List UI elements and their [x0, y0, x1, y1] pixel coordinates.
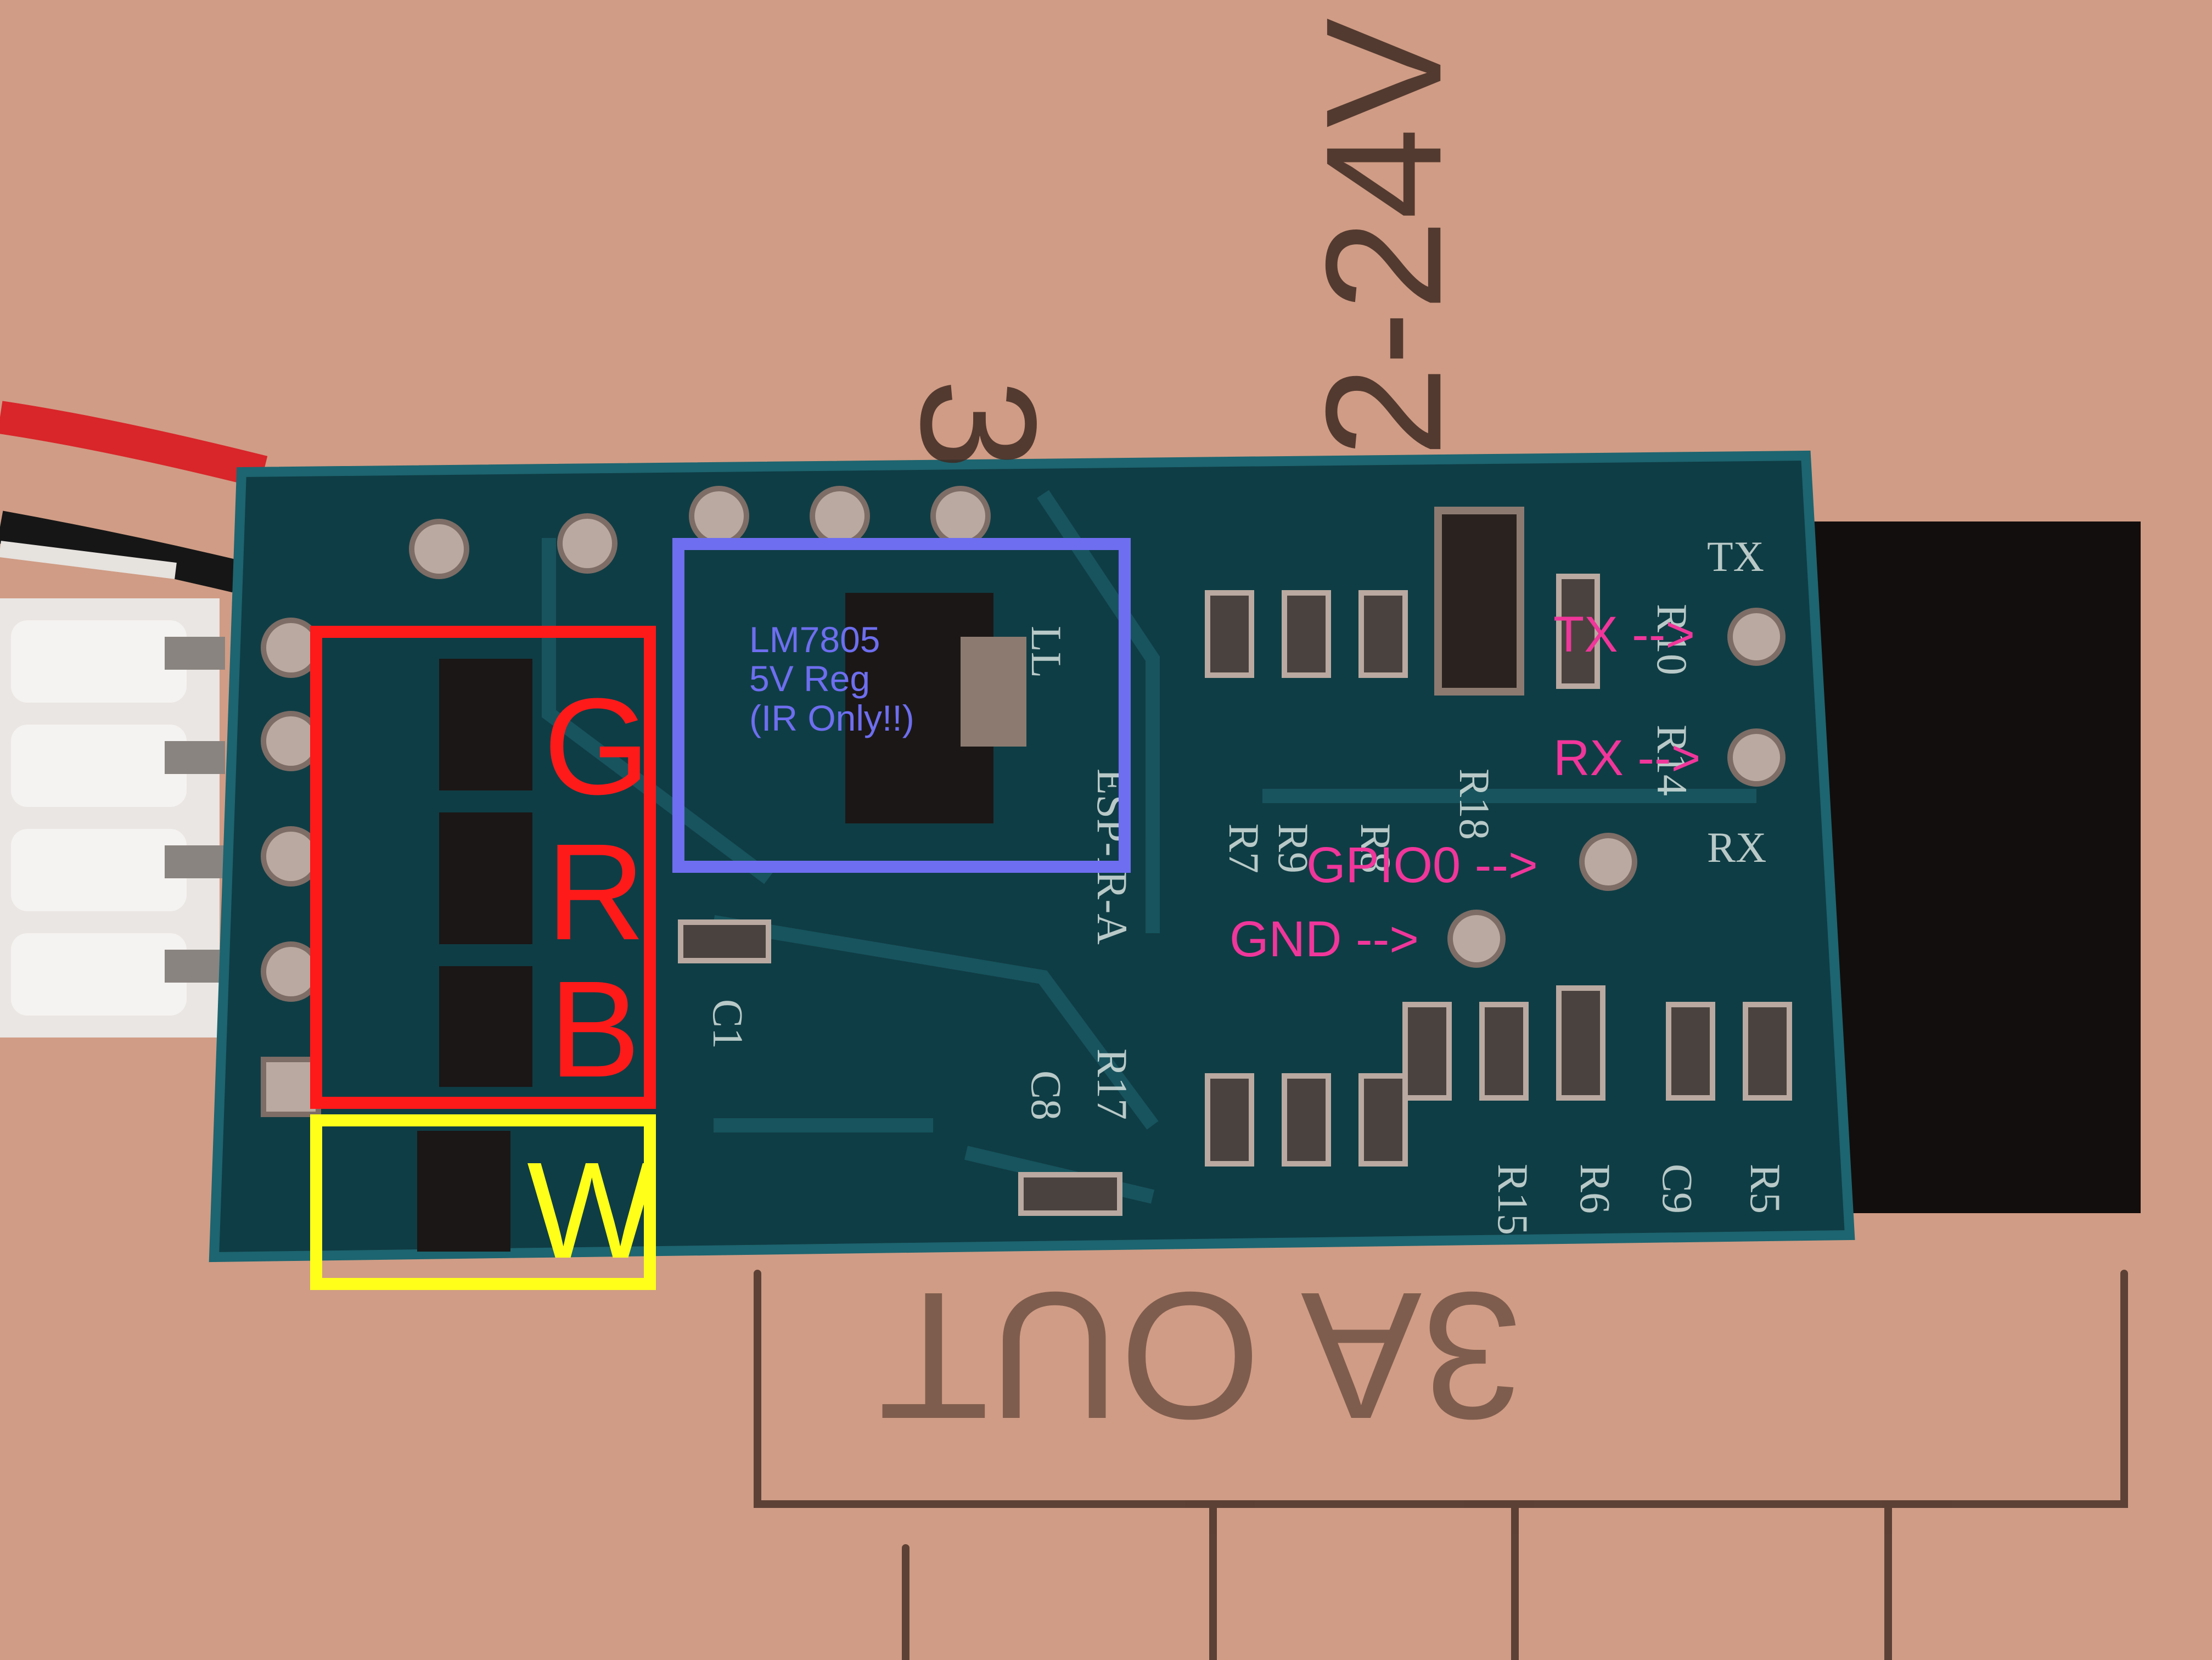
rgb-channel-box: [310, 626, 656, 1109]
handwritten-number: 3: [886, 378, 1071, 470]
regulator-box: [672, 538, 1131, 873]
regulator-note: (IR Only!!): [749, 697, 914, 738]
regulator-voltage: 5V Reg: [749, 658, 871, 699]
handwritten-voltage: 2-24V: [1291, 18, 1476, 458]
regulator-label: LM7805 5V Reg (IR Only!!): [749, 620, 914, 738]
smd-resistors: [678, 574, 1792, 1216]
blue-channel-letter: B: [549, 952, 641, 1106]
silkscreen-labels: TX RX LL ESP-IR-A R7 R9 R8 R18 R10 R14 C…: [704, 532, 1789, 1235]
svg-text:R6: R6: [1571, 1164, 1619, 1214]
svg-text:R8: R8: [1352, 823, 1400, 873]
svg-text:R18: R18: [1451, 769, 1498, 840]
svg-text:R5: R5: [1742, 1164, 1789, 1214]
through-hole-pads: [261, 486, 1786, 1117]
svg-text:R14: R14: [1648, 725, 1696, 796]
handwritten-lines: [754, 1270, 2128, 1660]
svg-text:R17: R17: [1088, 1048, 1136, 1120]
svg-text:C8: C8: [1023, 1070, 1070, 1120]
white-channel-letter: W: [527, 1134, 656, 1287]
red-channel-letter: R: [546, 815, 645, 968]
handwritten-output-note: 3A OUT: [878, 1255, 1523, 1457]
esp-module: [1800, 521, 2141, 1213]
svg-text:C9: C9: [1654, 1164, 1702, 1214]
tx-pin-label: TX -->: [1553, 607, 1696, 663]
svg-text:R7: R7: [1220, 823, 1268, 873]
rx-pin-label: RX -->: [1553, 730, 1701, 786]
regulator-tab: [961, 637, 1026, 747]
wires: [0, 401, 268, 593]
regulator-part: LM7805: [749, 619, 880, 660]
svg-text:R15: R15: [1489, 1164, 1537, 1235]
svg-text:C1: C1: [704, 999, 752, 1049]
svg-text:RX: RX: [1707, 823, 1766, 871]
gpio0-pin-label: GPIO0 -->: [1306, 837, 1538, 893]
svg-text:R10: R10: [1648, 604, 1696, 675]
svg-text:R9: R9: [1270, 823, 1317, 873]
white-connector: [0, 598, 225, 1038]
smd-large-component: [1434, 507, 1524, 696]
svg-text:TX: TX: [1707, 532, 1764, 580]
mosfet-chips: [417, 659, 532, 1252]
svg-text:LL: LL: [1023, 626, 1070, 678]
green-channel-letter: G: [543, 670, 650, 823]
white-channel-box: [310, 1114, 656, 1290]
gnd-pin-label: GND -->: [1229, 911, 1419, 967]
